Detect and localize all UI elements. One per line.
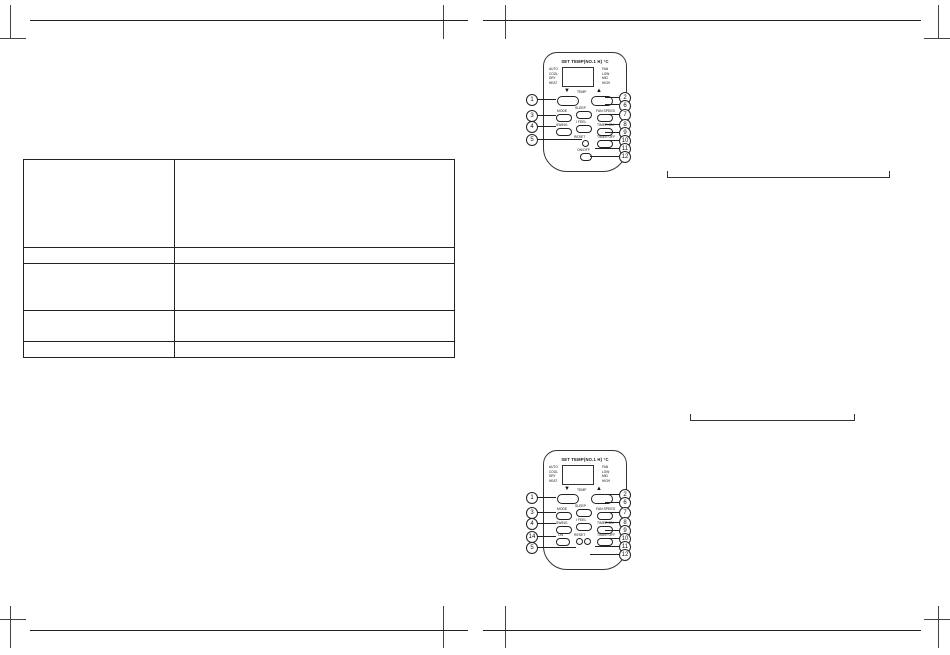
table-row xyxy=(23,310,455,342)
temp-down-button[interactable] xyxy=(557,494,579,504)
remote-control-body: SET TEMP(NO.1 H) °C AUTO COOL DRY HEAT F… xyxy=(543,52,627,172)
temp-up-arrow-icon: ▲ xyxy=(596,88,602,94)
reset-label: RESET xyxy=(574,533,586,537)
timer-off-button[interactable] xyxy=(597,538,613,546)
on-off-label: ON/OFF xyxy=(577,148,590,152)
table-cell-label xyxy=(23,341,175,358)
on-button[interactable] xyxy=(556,538,570,546)
swing-label: SWING xyxy=(556,123,568,127)
reset-button[interactable] xyxy=(576,538,583,545)
caption-bracket-bottom xyxy=(690,414,855,421)
mode-button[interactable] xyxy=(556,512,572,520)
ifeel-button[interactable] xyxy=(576,523,592,531)
table-cell-value xyxy=(174,341,455,358)
light-button[interactable] xyxy=(584,538,591,545)
temp-down-button[interactable] xyxy=(557,96,579,106)
swing-button[interactable] xyxy=(556,128,572,136)
callout-badge: 7 xyxy=(619,109,631,121)
mode-label: MODE xyxy=(557,507,568,511)
caption-bracket-top xyxy=(667,171,890,178)
ifeel-button[interactable] xyxy=(576,125,592,133)
lcd-right-labels: FAN LOW MID HIGH xyxy=(602,465,610,483)
temp-up-button[interactable] xyxy=(591,494,613,504)
callout-badge: 1 xyxy=(526,492,538,504)
table-row xyxy=(23,341,455,358)
table-cell-value xyxy=(174,159,455,248)
table-cell-label xyxy=(23,247,175,264)
lcd-display xyxy=(562,465,594,485)
lcd-left-labels: AUTO COOL DRY HEAT xyxy=(549,465,559,483)
fan-speed-label: FAN SPEED xyxy=(596,507,616,511)
lcd-display xyxy=(562,67,594,87)
callout-badge: 5 xyxy=(526,134,538,146)
reset-label: RESET xyxy=(574,135,586,139)
on-off-button[interactable] xyxy=(580,153,592,161)
sleep-label: SLEEP xyxy=(575,106,586,110)
callout-badge: 14 xyxy=(526,531,538,543)
temp-label: TEMP xyxy=(577,90,587,94)
remote-control-body: SET TEMP(NO.1 H) °C AUTO COOL DRY HEAT F… xyxy=(543,450,627,570)
table-cell-value xyxy=(174,247,455,264)
timer-off-label: TIMER OFF xyxy=(597,533,616,537)
spec-table xyxy=(23,159,455,358)
timer-off-button[interactable] xyxy=(597,140,613,148)
timer-off-label: TIMER OFF xyxy=(597,135,616,139)
right-page-footer-rule xyxy=(483,630,921,631)
lcd-right-labels: FAN LOW MID HIGH xyxy=(602,67,610,85)
temp-down-arrow-icon: ▼ xyxy=(564,88,570,94)
timer-on-label: TIMER ON xyxy=(597,123,614,127)
table-cell-label xyxy=(23,263,175,311)
callout-badge: 6 xyxy=(619,497,631,509)
sleep-button[interactable] xyxy=(576,111,592,119)
table-cell-label xyxy=(23,310,175,342)
mode-label: MODE xyxy=(557,109,568,113)
fan-speed-button[interactable] xyxy=(597,114,613,122)
ifeel-label: I FEEL xyxy=(576,518,587,522)
callout-badge: 1 xyxy=(526,94,538,106)
temp-down-arrow-icon: ▼ xyxy=(564,486,570,492)
sleep-label: SLEEP xyxy=(575,504,586,508)
table-cell-value xyxy=(174,310,455,342)
callout-badge: 12 xyxy=(619,549,631,561)
left-page-footer-rule xyxy=(30,630,468,631)
temp-up-button[interactable] xyxy=(591,96,613,106)
callout-badge: 4 xyxy=(526,518,538,530)
reset-button[interactable] xyxy=(582,140,589,147)
callout-badge: 12 xyxy=(619,151,631,163)
swing-label: SWING xyxy=(556,521,568,525)
callout-badge: 4 xyxy=(526,121,538,133)
timer-on-label: TIMER ON xyxy=(597,521,614,525)
table-row xyxy=(23,159,455,248)
sleep-button[interactable] xyxy=(576,509,592,517)
table-row xyxy=(23,247,455,264)
ifeel-label: I FEEL xyxy=(576,120,587,124)
mode-button[interactable] xyxy=(556,114,572,122)
left-page-header-rule xyxy=(30,20,468,21)
callout-badge: 5 xyxy=(526,542,538,554)
right-page-header-rule xyxy=(483,20,921,21)
swing-button[interactable] xyxy=(556,526,572,534)
table-cell-label xyxy=(23,159,175,248)
fan-speed-label: FAN SPEED xyxy=(596,109,616,113)
fan-speed-button[interactable] xyxy=(597,512,613,520)
remote-title: SET TEMP(NO.1 H) °C xyxy=(561,457,609,462)
temp-label: TEMP xyxy=(577,488,587,492)
remote-title: SET TEMP(NO.1 H) °C xyxy=(561,59,609,64)
temp-up-arrow-icon: ▲ xyxy=(596,486,602,492)
table-row xyxy=(23,263,455,311)
on-label: ON xyxy=(558,533,564,537)
table-cell-value xyxy=(174,263,455,311)
lcd-left-labels: AUTO COOL DRY HEAT xyxy=(549,67,559,85)
